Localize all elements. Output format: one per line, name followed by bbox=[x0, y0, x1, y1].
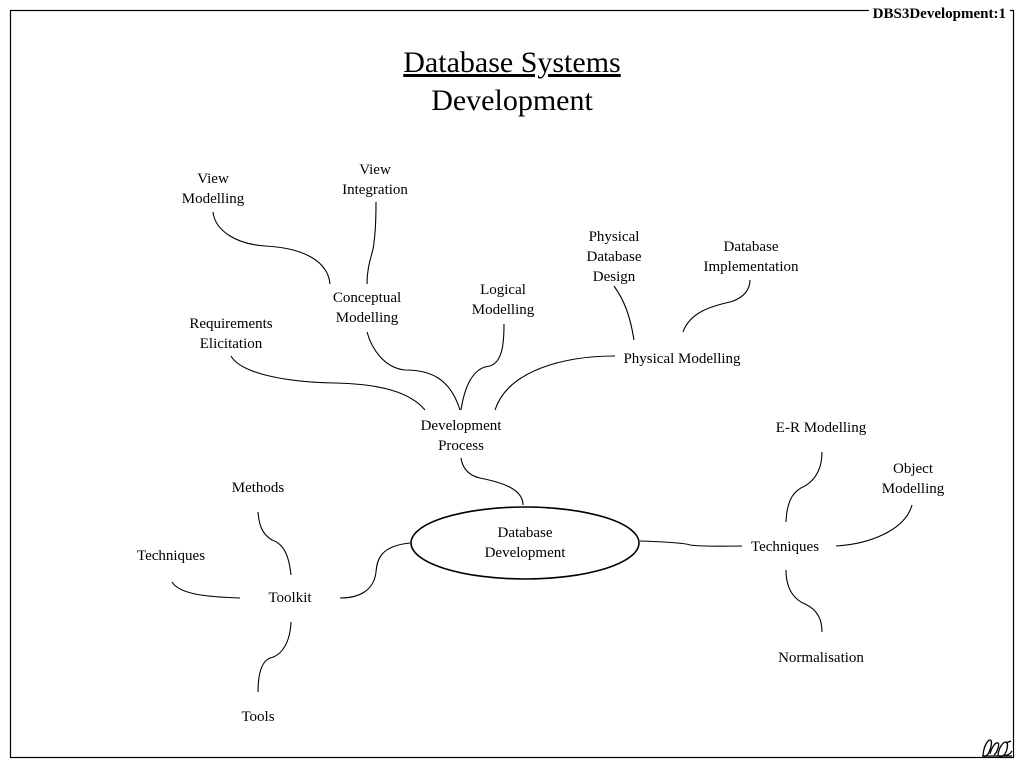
connector-toolkit-methods bbox=[257, 511, 292, 576]
slide-frame bbox=[9, 9, 1015, 759]
connector-process-requirements bbox=[230, 355, 426, 411]
title-line-1: Database Systems bbox=[403, 46, 621, 79]
node-physical-modelling: Physical Modelling bbox=[623, 351, 741, 367]
node-toolkit: Toolkit bbox=[268, 590, 312, 606]
slide-title: Database Systems Development bbox=[0, 44, 1024, 120]
connector-toolkit-tools bbox=[257, 621, 292, 693]
connector-center-process bbox=[460, 457, 524, 506]
connector-toolkit-techniques bbox=[171, 581, 241, 599]
node-methods: Methods bbox=[231, 480, 285, 496]
connector-physical-pdd bbox=[613, 285, 635, 341]
connector-process-conceptual bbox=[366, 331, 461, 411]
node-physical-database-design: Physical Database Design bbox=[586, 229, 642, 285]
connector-process-logical bbox=[460, 323, 505, 411]
node-er-modelling: E-R Modelling bbox=[775, 420, 867, 436]
node-normalisation: Normalisation bbox=[778, 650, 864, 666]
node-logical-modelling: Logical Modelling bbox=[471, 282, 535, 318]
node-database-implementation: Database Implementation bbox=[703, 239, 799, 275]
connector-center-techniques bbox=[639, 540, 743, 547]
connector-techniques-object bbox=[835, 504, 913, 547]
node-development-process: Development Process bbox=[420, 418, 502, 454]
node-requirements-elicitation: Requirements Elicitation bbox=[189, 316, 273, 352]
node-tools: Tools bbox=[241, 709, 275, 725]
publisher-logo-icon bbox=[982, 739, 1013, 758]
node-view-integration: View Integration bbox=[342, 162, 408, 198]
node-techniques: Techniques bbox=[750, 539, 820, 555]
connector-physical-impl bbox=[682, 279, 751, 333]
node-database-development: Database Development bbox=[484, 525, 566, 561]
connector-conceptual-viewmodelling bbox=[212, 211, 331, 285]
connector-techniques-normalisation bbox=[785, 569, 823, 633]
connector-process-physical bbox=[494, 355, 616, 411]
central-node-ellipse bbox=[410, 506, 640, 580]
connector-lines bbox=[171, 201, 913, 693]
connector-center-toolkit bbox=[339, 542, 411, 599]
slide-identifier: DBS3Development:1 bbox=[868, 6, 1010, 23]
connector-conceptual-viewintegration bbox=[366, 201, 377, 285]
title-line-2: Development bbox=[431, 84, 593, 117]
node-conceptual-modelling: Conceptual Modelling bbox=[332, 290, 402, 326]
node-view-modelling: View Modelling bbox=[181, 171, 245, 207]
connector-techniques-er bbox=[785, 451, 823, 523]
node-object-modelling: Object Modelling bbox=[881, 461, 945, 497]
node-toolkit-techniques: Techniques bbox=[136, 548, 206, 564]
